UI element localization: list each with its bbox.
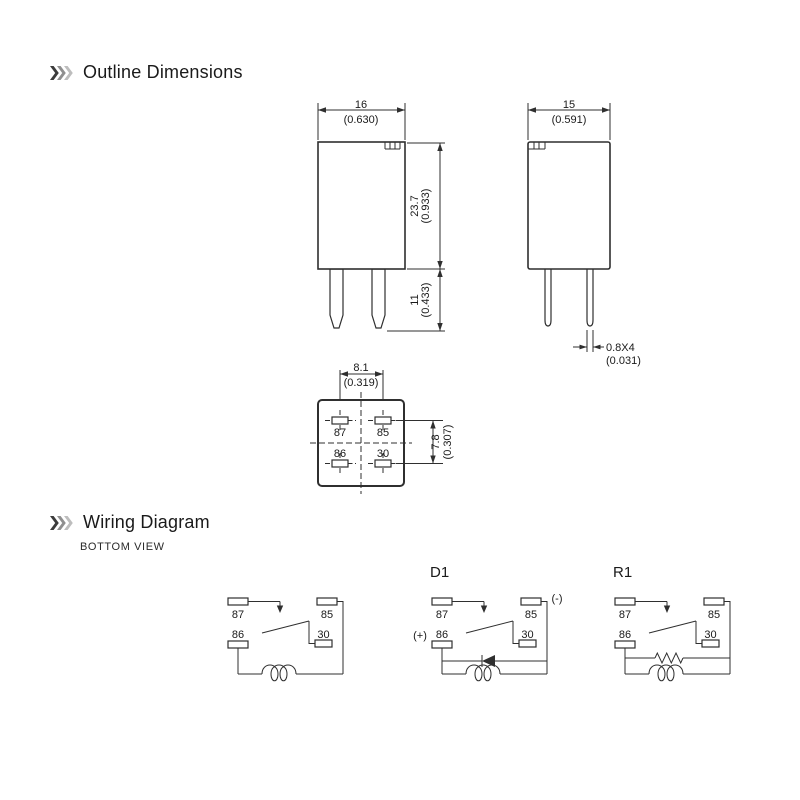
pin-label-86: 86 [334,448,346,460]
front-width-mm: 16 [355,99,367,111]
relay-pin [544,269,552,327]
outline-section-header: Outline Dimensions [50,62,243,83]
contact-arrow [663,605,671,613]
outline-section-title: Outline Dimensions [83,62,243,82]
contact-arrow [276,605,284,613]
label-87: 87 [436,609,448,621]
side-pin-size-in: (0.031) [606,355,641,367]
wiring-section-title: Wiring Diagram [83,512,210,532]
label-30: 30 [317,629,329,641]
terminal-30 [314,639,333,648]
diagram-label-r1: R1 [613,564,632,581]
label-86: 86 [619,629,631,641]
terminal-30 [518,639,537,648]
wiring-diagram-resistor: R1 87 85 30 86 [613,564,731,682]
terminal-85 [316,597,338,606]
label-30: 30 [521,629,533,641]
terminal-30 [701,639,720,648]
vent-notches [384,142,401,150]
dim-arrow [397,107,405,113]
pin-label-30: 30 [377,448,389,460]
contact-arrow [480,605,488,613]
relay-pin [586,269,594,327]
diode [482,655,495,667]
coil [648,664,684,682]
terminal-87 [227,597,249,606]
switch-blade [261,620,310,634]
pin-85-pad [374,416,392,425]
pin-label-85: 85 [377,427,389,439]
relay-front-view-drawing: 16 (0.630) 23.7 (0.933) 11 (0.433) [317,99,445,332]
front-width-in: (0.630) [344,114,379,126]
triple-chevron-icon [50,515,73,530]
front-pin-length-in: (0.433) [420,283,432,318]
triple-chevron-icon [50,65,73,80]
relay-side-view-drawing: 15 (0.591) 0.8X4 (0.031) [527,99,641,367]
diagram-label-d1: D1 [430,564,449,581]
side-pin-size-mm: 0.8X4 [606,342,635,354]
wiring-diagram-diode: D1 87 85 (-) 30 (+) 86 [413,564,563,682]
bottom-pitch-x-in: (0.319) [344,377,379,389]
relay-pin [329,268,344,329]
wiring-diagram-plain: 87 85 30 86 [227,597,344,682]
wiring-section-header: Wiring Diagram [50,512,210,533]
label-30: 30 [704,629,716,641]
front-height-mm: 23.7 [409,195,421,216]
coil [465,664,501,682]
relay-body [317,141,406,270]
terminal-86 [227,640,249,649]
pin-label-87: 87 [334,427,346,439]
terminal-86 [431,640,453,649]
bottom-pitch-y-mm: 7.8 [430,434,442,449]
terminal-85 [520,597,542,606]
terminal-87 [614,597,636,606]
resistor [654,651,684,665]
polarity-positive: (+) [413,630,427,642]
terminal-85 [703,597,725,606]
terminal-86 [614,640,636,649]
label-85: 85 [708,609,720,621]
dim-arrow [318,107,326,113]
label-86: 86 [436,629,448,641]
side-width-mm: 15 [563,99,575,111]
coil [261,664,297,682]
front-pin-length-mm: 11 [409,294,421,305]
label-87: 87 [619,609,631,621]
label-85: 85 [321,609,333,621]
vent-notches [528,142,546,150]
label-85: 85 [525,609,537,621]
bottom-pitch-y-in: (0.307) [442,425,454,460]
label-86: 86 [232,629,244,641]
relay-pin [371,268,386,329]
pin-87-pad [331,416,349,425]
switch-blade [465,620,514,634]
wiring-subtitle: BOTTOM VIEW [80,541,165,553]
bottom-pitch-x-mm: 8.1 [353,362,368,374]
side-width-in: (0.591) [552,114,587,126]
pin-30-pad [374,459,392,468]
switch-blade [648,620,697,634]
terminal-87 [431,597,453,606]
label-87: 87 [232,609,244,621]
pin-86-pad [331,459,349,468]
relay-body [527,141,611,270]
relay-bottom-view-drawing: 8.1 (0.319) 87 85 86 30 7.8 (0.307) [310,362,454,494]
polarity-negative: (-) [552,593,563,605]
front-height-in: (0.933) [420,189,432,224]
